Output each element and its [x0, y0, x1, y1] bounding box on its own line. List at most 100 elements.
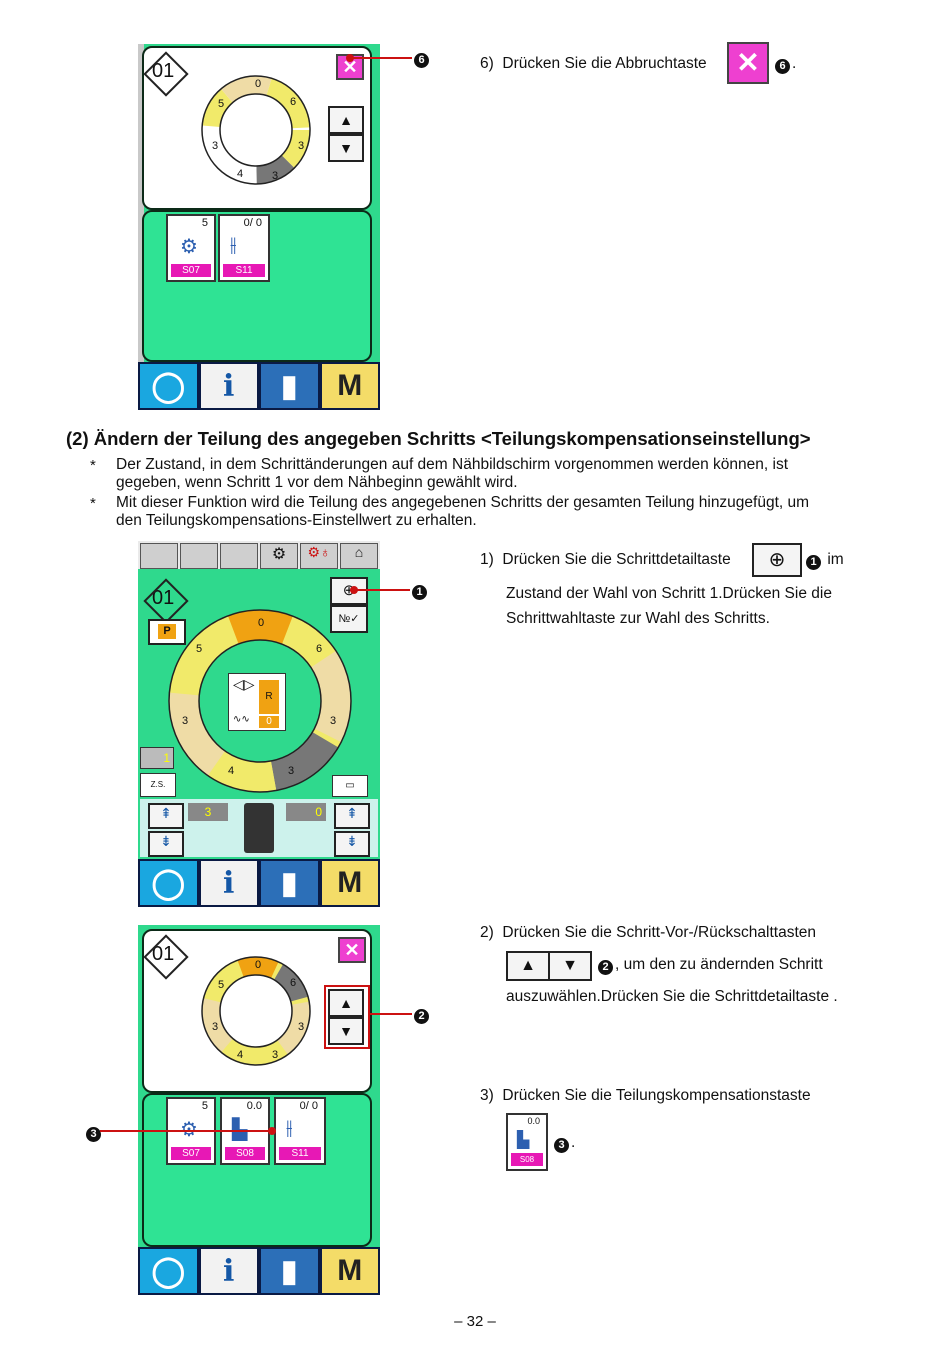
- ring-label: 0: [255, 959, 262, 971]
- s11-icon-button[interactable]: 0/ 0 ⫲ S11: [218, 214, 270, 282]
- mirror-icon: ◁▷: [233, 676, 255, 692]
- ring-label: 3: [212, 140, 219, 152]
- s11-icon-button[interactable]: 0/ 0 ⫲ S11: [274, 1097, 326, 1165]
- ring-label: 0: [258, 617, 265, 629]
- pitch-right-up-button[interactable]: ⇞: [334, 803, 370, 829]
- step-ring: [201, 75, 311, 185]
- step-forward-button[interactable]: ▲: [328, 106, 364, 134]
- pitch-right-down-button[interactable]: ⇟: [334, 831, 370, 857]
- counter-icon: ⚙♁: [307, 544, 331, 560]
- stitch-count-icon: ⫲: [286, 1117, 293, 1139]
- step-forward-button[interactable]: ▲: [328, 989, 364, 1017]
- abort-button-inline: ✕: [727, 42, 769, 84]
- pattern-center-box[interactable]: ◁▷ R ∿∿ 0: [228, 673, 286, 731]
- info-button[interactable]: i: [198, 859, 259, 907]
- note-text: Der Zustand, in dem Schrittänderungen au…: [116, 456, 789, 491]
- zs-key[interactable]: Z.S.: [140, 773, 176, 797]
- ring-label: 3: [272, 1049, 279, 1061]
- ready-icon: ◯: [151, 1254, 186, 1288]
- ready-button[interactable]: ◯: [138, 362, 199, 410]
- ring-label: 5: [218, 979, 225, 991]
- ring-label: 6: [290, 96, 297, 108]
- bottom-toolbar: ◯ i ▮ M: [138, 859, 380, 907]
- center-value: 0: [259, 716, 279, 728]
- blank-key[interactable]: [220, 543, 258, 569]
- info-button[interactable]: i: [198, 362, 259, 410]
- note-star: *: [90, 495, 96, 512]
- callout-line: [100, 1130, 270, 1132]
- step3-marker: 3.: [552, 1133, 575, 1153]
- communication-icon: ▮: [280, 866, 298, 900]
- info-button[interactable]: i: [198, 1247, 259, 1295]
- blank-key[interactable]: [180, 543, 218, 569]
- ring-label: 5: [196, 643, 203, 655]
- step1-line2: Zustand der Wahl von Schritt 1.Drücken S…: [506, 585, 832, 602]
- ring-label: 3: [182, 715, 189, 727]
- step-detail-button[interactable]: ⊕: [330, 577, 368, 605]
- note-text: Mit dieser Funktion wird die Teilung des…: [116, 494, 810, 529]
- note-star: *: [90, 457, 96, 474]
- step-number: 01: [152, 60, 175, 82]
- ring-label: 3: [272, 170, 279, 182]
- step2-text: 2) Drücken Sie die Schritt-Vor-/Rückscha…: [480, 924, 816, 941]
- abort-button[interactable]: ✕: [338, 937, 366, 963]
- callout-line: [350, 57, 412, 59]
- pitch-compensation-icon: ▙: [517, 1132, 530, 1149]
- ring-label: 5: [218, 98, 225, 110]
- callout-marker: 2: [412, 1005, 431, 1024]
- ready-icon: ◯: [151, 866, 186, 900]
- pitch-left-down-button[interactable]: ⇟: [148, 831, 184, 857]
- communication-icon: ▮: [280, 369, 298, 403]
- blank-key[interactable]: [140, 543, 178, 569]
- reverse-label: R: [259, 680, 279, 714]
- presser-foot-icon: [244, 803, 274, 853]
- ring-label: 4: [228, 765, 235, 777]
- communication-button[interactable]: ▮: [259, 1247, 320, 1295]
- ready-button[interactable]: ◯: [138, 859, 199, 907]
- callout-line: [354, 589, 410, 591]
- ring-label: 4: [237, 168, 244, 180]
- winder-icon: ⌂: [354, 544, 364, 560]
- mode-button[interactable]: M: [319, 859, 380, 907]
- zigzag-icon: ∿∿: [233, 714, 250, 725]
- pitch-left-value: 3: [188, 803, 228, 821]
- step-forward-button-inline: ▲: [506, 951, 550, 981]
- step-detail-icon: ⊕: [768, 549, 786, 571]
- communication-button[interactable]: ▮: [259, 859, 320, 907]
- section-heading: (2) Ändern der Teilung des angegeben Sch…: [66, 428, 811, 449]
- step2-line2: 2, um den zu ändernden Schritt: [596, 955, 823, 975]
- step1-line3: Schrittwahltaste zur Wahl des Schritts.: [506, 610, 770, 627]
- communication-button[interactable]: ▮: [259, 362, 320, 410]
- step-number: 01: [152, 943, 175, 965]
- winder-key[interactable]: ⌂: [340, 543, 378, 569]
- thread-key[interactable]: ⚙: [260, 543, 298, 569]
- ruler-key[interactable]: ▭: [332, 775, 368, 797]
- thread-tension-icon: ⚙: [271, 546, 287, 563]
- ready-icon: ◯: [151, 369, 186, 403]
- left-value-box: 1: [140, 747, 174, 769]
- step-detail-button-inline: ⊕: [752, 543, 802, 577]
- ring-label: 6: [316, 643, 323, 655]
- s08-icon-inline: 0.0 ▙ S08: [506, 1113, 548, 1171]
- step-back-button[interactable]: ▼: [328, 134, 364, 162]
- ruler-icon: ▭: [345, 780, 355, 791]
- bottom-toolbar: ◯ i ▮ M: [138, 362, 380, 410]
- mode-button[interactable]: M: [319, 362, 380, 410]
- step-back-button[interactable]: ▼: [328, 1017, 364, 1045]
- p-key[interactable]: P: [148, 619, 186, 645]
- step-select-button[interactable]: №✓: [330, 605, 368, 633]
- s07-icon-button[interactable]: 5 ⚙ S07: [166, 214, 216, 282]
- ready-button[interactable]: ◯: [138, 1247, 199, 1295]
- step-back-button-inline: ▼: [548, 951, 592, 981]
- arrow-keys-highlight: [324, 985, 370, 1049]
- pitch-right-value: 0: [286, 803, 326, 821]
- callout-line: [368, 1013, 412, 1015]
- mode-button[interactable]: M: [319, 1247, 380, 1295]
- ring-label: 3: [212, 1021, 219, 1033]
- step6-text: 6) Drücken Sie die Abbruchtaste: [480, 55, 707, 72]
- bottom-toolbar: ◯ i ▮ M: [138, 1247, 380, 1295]
- communication-icon: ▮: [280, 1254, 298, 1288]
- pitch-left-up-button[interactable]: ⇞: [148, 803, 184, 829]
- counter-key[interactable]: ⚙♁: [300, 543, 338, 569]
- step-ring: [201, 956, 311, 1066]
